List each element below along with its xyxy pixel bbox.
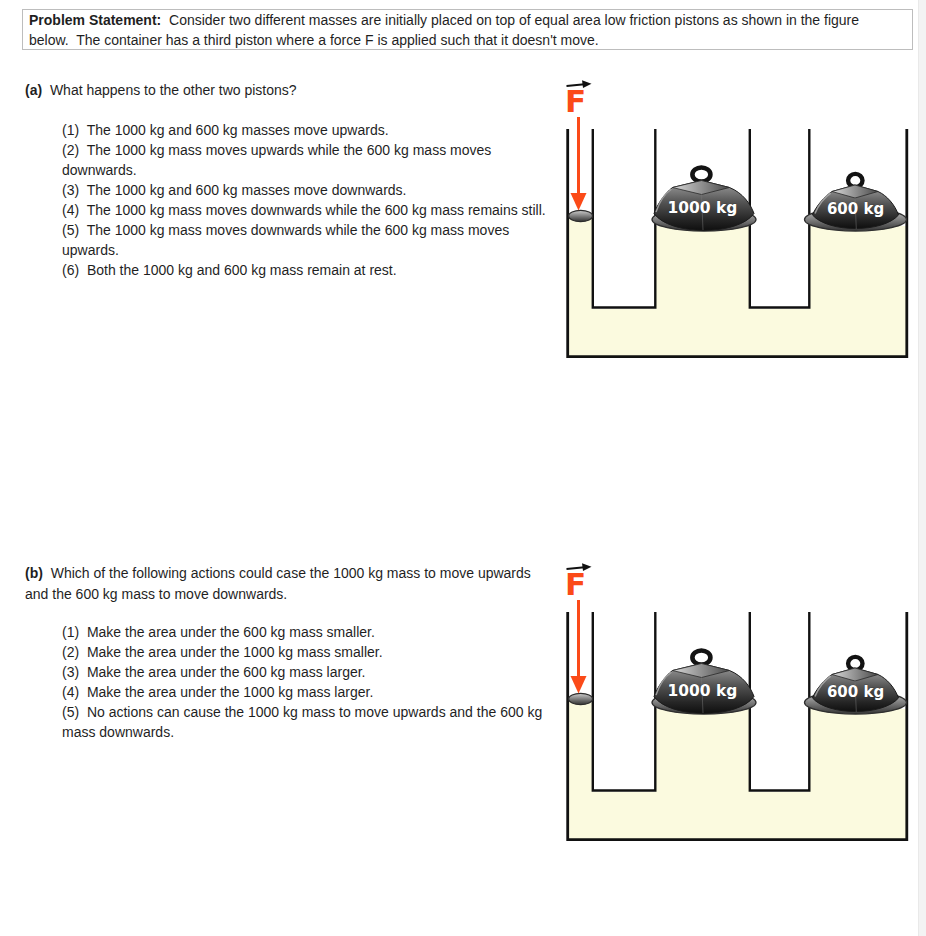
piston-weight-1000-2: 1000 kg — [652, 651, 756, 715]
vector-hat-head-1 — [582, 80, 592, 88]
option-a-2: (2) The 1000 kg mass moves upwards while… — [62, 140, 560, 180]
force-arrow-1 — [571, 117, 587, 211]
force-label-text-2: F — [565, 566, 586, 602]
figure-pistons-2: F 1000 kg 600 kg — [550, 555, 920, 851]
force-arrow-2 — [571, 600, 587, 694]
mass-label-1000-2: 1000 kg — [668, 682, 738, 700]
section-b-options: (1) Make the area under the 600 kg mass … — [62, 622, 560, 742]
option-b-4: (4) Make the area under the 1000 kg mass… — [62, 682, 560, 702]
mass-label-600-1: 600 kg — [827, 200, 884, 218]
vector-hat-head-2 — [582, 563, 592, 571]
force-label-text-1: F — [565, 83, 586, 119]
option-a-4: (4) The 1000 kg mass moves downwards whi… — [62, 200, 560, 220]
partition-wall-1b — [750, 129, 810, 308]
weight-ring-1000-2 — [692, 651, 710, 665]
mass-label-1000-1: 1000 kg — [668, 199, 738, 217]
option-a-6: (6) Both the 1000 kg and 600 kg mass rem… — [62, 260, 560, 280]
problem-statement-label: Problem Statement: — [29, 12, 161, 28]
partition-wall-1a — [593, 129, 656, 308]
partition-wall-2b — [750, 612, 810, 791]
page-right-margin — [918, 0, 926, 936]
option-a-3: (3) The 1000 kg and 600 kg masses move d… — [62, 180, 560, 200]
mass-label-600-2: 600 kg — [827, 683, 884, 701]
piston-force-1 — [569, 210, 593, 221]
section-b-heading: (b) Which of the following actions could… — [25, 563, 555, 604]
problem-statement-box: Problem Statement: Consider two differen… — [22, 9, 913, 50]
piston-weight-600-1: 600 kg — [805, 174, 907, 231]
option-b-3: (3) Make the area under the 600 kg mass … — [62, 662, 560, 682]
section-a-heading: (a) What happens to the other two piston… — [25, 80, 297, 101]
weight-ring-1000-1 — [692, 168, 710, 182]
option-b-1: (1) Make the area under the 600 kg mass … — [62, 622, 560, 642]
piston-weight-1000-1: 1000 kg — [652, 168, 756, 232]
piston-weight-600-2: 600 kg — [805, 657, 907, 714]
option-a-5: (5) The 1000 kg mass moves downwards whi… — [62, 220, 560, 260]
piston-force-2 — [569, 693, 593, 704]
force-label-1: F — [565, 80, 592, 119]
container-2 — [568, 612, 907, 840]
option-a-1: (1) The 1000 kg and 600 kg masses move u… — [62, 120, 560, 140]
option-b-2: (2) Make the area under the 1000 kg mass… — [62, 642, 560, 662]
container-1 — [568, 129, 907, 357]
force-label-2: F — [565, 563, 592, 602]
section-a-options: (1) The 1000 kg and 600 kg masses move u… — [62, 120, 560, 280]
option-b-5: (5) No actions can cause the 1000 kg mas… — [62, 702, 560, 742]
figure-pistons-1: F 1000 kg 600 kg — [550, 72, 920, 368]
partition-wall-2a — [593, 612, 656, 791]
